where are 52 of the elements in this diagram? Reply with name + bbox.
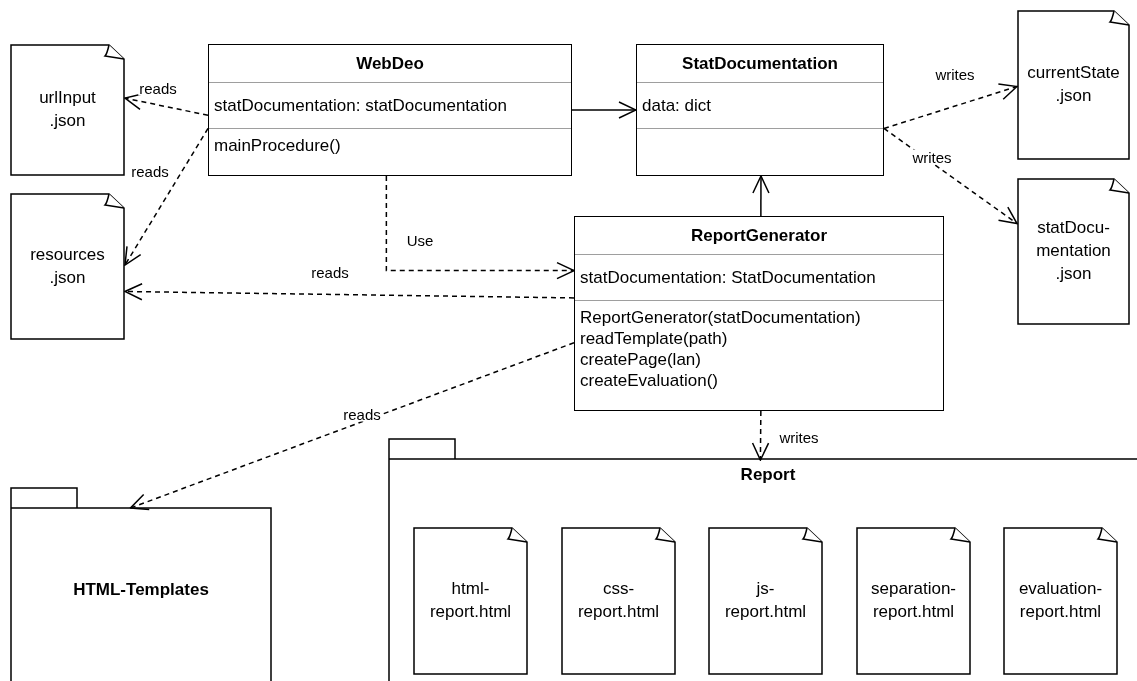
edge-label: writes bbox=[911, 149, 953, 165]
arrow bbox=[571, 101, 637, 119]
edge-label: writes bbox=[778, 429, 820, 445]
method-text: createEvaluation() bbox=[580, 370, 719, 391]
file-name: evaluation- report.html bbox=[1018, 578, 1103, 623]
method-text: createPage(lan) bbox=[580, 349, 702, 370]
file-name: currentState .json bbox=[1027, 62, 1120, 107]
method-text: ReportGenerator(statDocumentation) bbox=[580, 307, 862, 328]
edge-label: reads bbox=[342, 406, 382, 422]
file-name: separation- report.html bbox=[870, 578, 957, 623]
edge-label: writes bbox=[934, 66, 976, 82]
file-node bbox=[1003, 527, 1118, 675]
file-node bbox=[856, 527, 971, 675]
class-name: StatDocumentation bbox=[682, 52, 838, 75]
edge-label: reads bbox=[310, 264, 350, 280]
arrow bbox=[124, 283, 575, 301]
file-name: css- report.html bbox=[577, 578, 660, 623]
arrow bbox=[385, 175, 575, 280]
package-name: HTML-Templates bbox=[73, 579, 209, 601]
method-text: readTemplate(path) bbox=[580, 328, 729, 349]
class-box bbox=[208, 44, 572, 176]
class-name: ReportGenerator bbox=[691, 224, 827, 247]
file-node bbox=[1017, 10, 1130, 160]
arrow bbox=[751, 410, 770, 461]
arrow bbox=[124, 127, 209, 266]
arrow bbox=[124, 93, 209, 117]
file-name: resources .json bbox=[30, 243, 105, 289]
file-name: statDocu- mentation .json bbox=[1036, 217, 1111, 285]
arrow bbox=[883, 127, 1018, 225]
file-name: js- report.html bbox=[724, 578, 807, 623]
class-box bbox=[574, 216, 944, 411]
package-frame bbox=[10, 487, 272, 681]
edge-label: reads bbox=[130, 163, 170, 179]
attribute-text: statDocumentation: statDocumentation bbox=[214, 94, 507, 117]
edge-label: reads bbox=[138, 80, 178, 96]
file-name: html- report.html bbox=[429, 578, 512, 623]
file-node bbox=[413, 527, 528, 675]
attribute-text: statDocumentation: StatDocumentation bbox=[580, 266, 876, 289]
arrow bbox=[129, 342, 575, 511]
attribute-text: data: dict bbox=[642, 94, 711, 117]
class-box bbox=[636, 44, 884, 176]
package-name: Report bbox=[740, 464, 796, 484]
arrow bbox=[752, 175, 770, 217]
class-name: WebDeo bbox=[356, 52, 424, 75]
file-node bbox=[1017, 178, 1130, 325]
file-node bbox=[708, 527, 823, 675]
file-node bbox=[10, 44, 125, 176]
arrow bbox=[883, 83, 1018, 130]
file-node bbox=[561, 527, 676, 675]
file-name: urlInput .json bbox=[39, 87, 96, 132]
file-node bbox=[10, 193, 125, 340]
method-text: mainProcedure() bbox=[214, 135, 342, 156]
